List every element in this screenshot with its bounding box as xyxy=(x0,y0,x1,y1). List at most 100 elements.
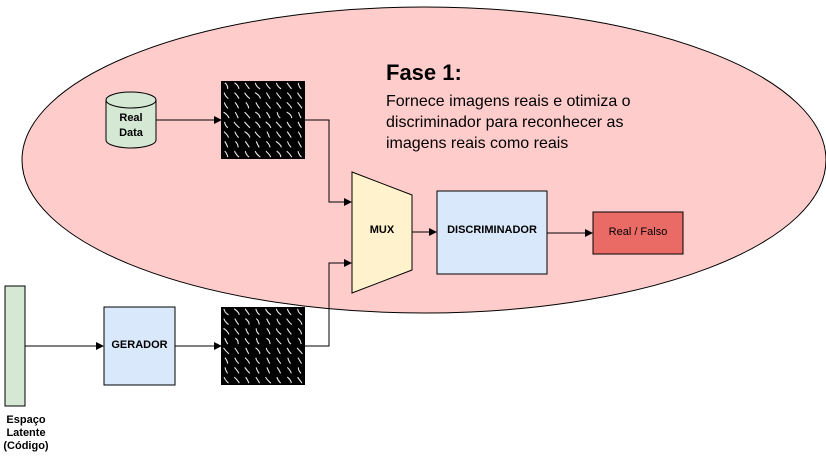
digit-glyph xyxy=(255,141,260,148)
digit-glyph xyxy=(265,121,272,129)
real-data-label: Real Data xyxy=(119,112,143,139)
digit-glyph xyxy=(223,376,229,384)
digit-glyph xyxy=(244,111,251,119)
digit-glyph xyxy=(296,347,303,355)
digit-glyph xyxy=(266,318,271,325)
digit-glyph xyxy=(286,101,293,109)
digit-glyph xyxy=(286,308,292,316)
mux-block[interactable] xyxy=(351,171,413,294)
digit-glyph xyxy=(245,328,250,335)
digit-glyph xyxy=(224,121,229,129)
digit-glyph xyxy=(286,131,292,138)
arrow-genimages-to-mux xyxy=(305,259,352,347)
digit-glyph xyxy=(276,102,282,109)
digit-glyph xyxy=(255,367,260,374)
phase-title: Fase 1: xyxy=(386,60,462,85)
digit-glyph xyxy=(276,318,281,326)
digit-glyph xyxy=(224,357,229,364)
digit-glyph xyxy=(276,131,282,139)
phase-description: Fornece imagens reais e otimiza o discri… xyxy=(386,93,631,152)
digit-glyph xyxy=(223,318,229,326)
digit-glyph xyxy=(286,318,293,326)
digit-glyph xyxy=(265,140,271,148)
arrow-realimages-to-mux xyxy=(305,119,352,206)
digit-glyph xyxy=(266,328,271,335)
digit-glyph xyxy=(266,131,271,138)
digit-glyph xyxy=(244,337,250,345)
digit-glyph xyxy=(276,347,281,355)
digit-glyph xyxy=(275,337,282,345)
digit-glyph xyxy=(265,150,272,158)
digit-glyph xyxy=(244,151,250,158)
digit-glyph xyxy=(266,367,271,374)
digit-glyph xyxy=(297,141,302,148)
digit-glyph xyxy=(276,112,281,119)
digit-glyph xyxy=(255,102,261,109)
digit-glyph xyxy=(297,357,303,364)
digit-glyph xyxy=(265,102,272,109)
output-box[interactable] xyxy=(592,211,684,255)
digit-glyph xyxy=(234,82,240,89)
digit-glyph xyxy=(244,121,251,129)
digit-glyph xyxy=(233,121,240,129)
latent-space-bar[interactable] xyxy=(4,285,26,407)
latent-space-label: Espaço Latente (Código) xyxy=(3,414,49,452)
generated-images-grid xyxy=(221,307,305,385)
digit-glyph xyxy=(224,141,229,148)
digit-glyph xyxy=(224,150,229,158)
digit-glyph xyxy=(244,308,250,316)
digit-glyph xyxy=(275,121,282,129)
digit-glyph xyxy=(223,102,229,109)
digit-glyph xyxy=(287,357,292,364)
digit-glyph xyxy=(223,327,230,335)
digit-glyph xyxy=(297,151,302,158)
digit-glyph xyxy=(245,347,250,355)
digit-glyph xyxy=(297,82,302,90)
digit-glyph xyxy=(286,347,292,355)
digit-glyph xyxy=(275,328,282,335)
digit-glyph xyxy=(286,111,293,119)
digit-glyph xyxy=(265,376,272,384)
digit-glyph xyxy=(297,102,303,109)
phase-1-ellipse xyxy=(21,6,826,314)
digit-glyph xyxy=(255,318,260,325)
digit-glyph xyxy=(276,366,282,374)
real-images-grid xyxy=(221,81,305,159)
digit-glyph xyxy=(297,337,302,345)
digit-glyph xyxy=(244,131,251,138)
digit-glyph xyxy=(297,121,302,129)
digit-glyph xyxy=(233,376,240,384)
digit-glyph xyxy=(244,367,251,374)
digit-glyph xyxy=(286,82,292,90)
digit-glyph xyxy=(286,121,292,129)
digit-glyph xyxy=(245,318,250,325)
digit-glyph xyxy=(266,111,271,119)
digit-glyph xyxy=(266,337,271,345)
digit-glyph xyxy=(255,376,261,384)
digit-glyph xyxy=(234,328,240,335)
digit-glyph xyxy=(255,357,260,365)
digit-glyph xyxy=(275,92,282,99)
digit-glyph xyxy=(223,347,230,355)
digit-glyph xyxy=(287,338,292,345)
discriminator-label: DISCRIMINADOR xyxy=(447,224,537,236)
generator-box[interactable] xyxy=(103,306,176,386)
digit-glyph xyxy=(255,338,260,345)
digit-glyph xyxy=(297,367,302,374)
digit-glyph xyxy=(245,376,250,384)
digit-glyph xyxy=(234,366,240,374)
digit-glyph xyxy=(266,357,271,364)
digit-glyph xyxy=(234,318,240,325)
digit-glyph xyxy=(275,140,282,148)
digit-glyph xyxy=(233,150,240,158)
digit-glyph xyxy=(223,308,229,316)
digit-glyph xyxy=(254,131,261,139)
digit-glyph xyxy=(223,92,229,100)
digit-glyph xyxy=(255,308,260,316)
digit-glyph xyxy=(254,92,261,99)
digit-glyph xyxy=(276,376,282,384)
digit-glyph xyxy=(234,140,239,148)
real-data-cylinder[interactable] xyxy=(105,91,157,149)
digit-glyph xyxy=(234,111,239,119)
